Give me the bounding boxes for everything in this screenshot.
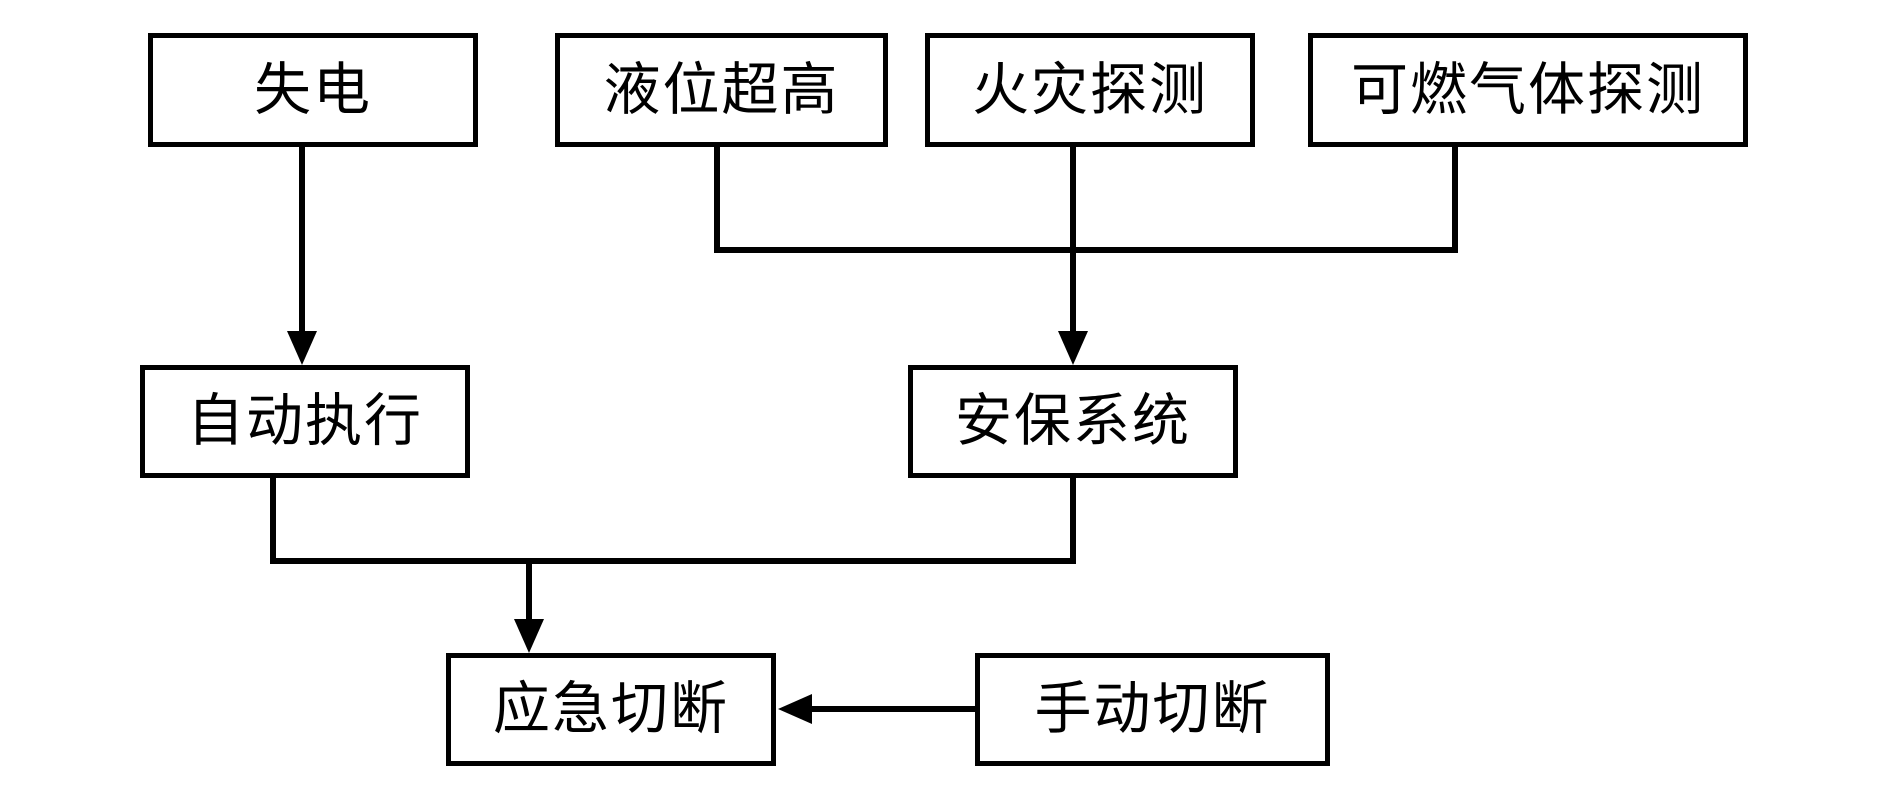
arrowhead-emergency-cutoff-left [778, 694, 812, 724]
edge-bus-to-emergency-cutoff [526, 558, 532, 622]
node-manual-cutoff[interactable]: 手动切断 [975, 653, 1330, 766]
node-fire-detection[interactable]: 火灾探测 [925, 33, 1255, 147]
node-label: 失电 [254, 56, 372, 123]
edge-gas-detection-drop [1452, 147, 1458, 253]
edge-top-merge-bus [714, 247, 1458, 253]
edge-lower-merge-bus [270, 558, 1076, 564]
node-emergency-cutoff[interactable]: 应急切断 [446, 653, 776, 766]
edge-level-too-high-drop [714, 147, 720, 253]
edge-fire-detection-to-security-system [1070, 147, 1076, 337]
node-label: 手动切断 [1034, 676, 1271, 742]
node-power-loss[interactable]: 失电 [148, 33, 478, 147]
node-label: 火灾探测 [972, 56, 1208, 123]
node-label: 可燃气体探测 [1351, 56, 1705, 123]
node-label: 安保系统 [955, 388, 1191, 454]
arrowhead-emergency-cutoff [514, 619, 544, 653]
node-label: 自动执行 [187, 388, 423, 454]
edge-security-system-drop [1070, 478, 1076, 564]
edge-power-loss-to-auto-execute [299, 147, 305, 337]
arrowhead-security-system [1058, 331, 1088, 365]
edge-manual-cutoff-to-emergency-cutoff [810, 706, 978, 712]
node-label: 应急切断 [493, 676, 729, 742]
node-security-system[interactable]: 安保系统 [908, 365, 1238, 478]
node-gas-detection[interactable]: 可燃气体探测 [1308, 33, 1748, 147]
edge-auto-execute-drop [270, 478, 276, 564]
node-level-too-high[interactable]: 液位超高 [555, 33, 888, 147]
node-auto-execute[interactable]: 自动执行 [140, 365, 470, 478]
arrowhead-auto-execute [287, 331, 317, 365]
node-label: 液位超高 [603, 56, 840, 123]
